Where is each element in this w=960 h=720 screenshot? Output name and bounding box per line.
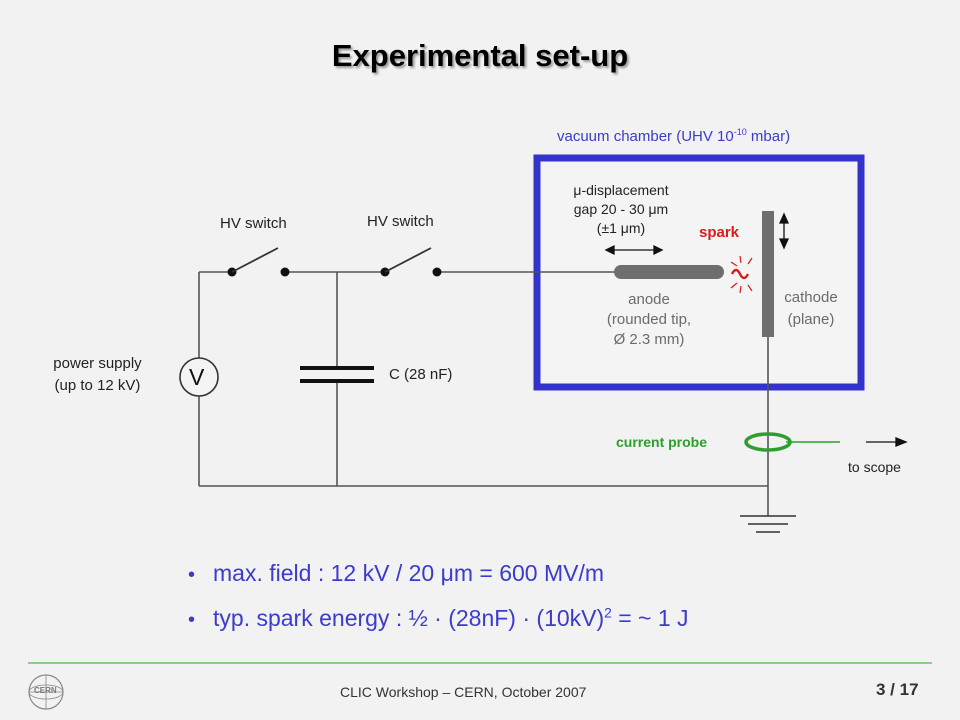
current-probe-label: current probe bbox=[616, 434, 708, 450]
displacement-line1: μ-displacement bbox=[573, 182, 669, 198]
power-supply-label: power supply (up to 12 kV) bbox=[30, 353, 165, 397]
capacitor-symbol bbox=[300, 366, 374, 383]
slide-title: Experimental set-up bbox=[331, 38, 629, 73]
page-number: 3 / 17 bbox=[876, 680, 919, 699]
hv-switch-2-label: HV switch bbox=[367, 213, 434, 230]
ground-icon bbox=[740, 515, 796, 533]
hv-switch-1 bbox=[227, 247, 290, 277]
cern-logo bbox=[28, 674, 64, 710]
hv-switch-2 bbox=[380, 247, 442, 277]
to-scope-label: to scope bbox=[848, 459, 901, 475]
wires bbox=[198, 271, 840, 516]
cern-logo-text: CERN bbox=[34, 686, 57, 695]
anode-rod bbox=[614, 265, 724, 279]
cathode-plate bbox=[762, 211, 774, 337]
bullet-spark-energy: •typ. spark energy : ½ · (28nF) · (10kV)… bbox=[188, 605, 689, 631]
displacement-label: μ-displacement gap 20 - 30 μm (±1 μm) bbox=[556, 181, 686, 238]
displacement-arrow bbox=[604, 244, 664, 256]
cathode-movement-arrow bbox=[778, 212, 790, 250]
current-probe-ring bbox=[744, 432, 792, 452]
vacuum-chamber-label: vacuum chamber (UHV 10-10 mbar) bbox=[557, 127, 791, 145]
cathode-line1: cathode bbox=[784, 289, 838, 306]
power-supply-symbol bbox=[179, 357, 219, 397]
displacement-line2: gap 20 - 30 μm bbox=[573, 201, 669, 217]
scope-arrow bbox=[866, 437, 908, 447]
cathode-label: cathode (plane) bbox=[766, 287, 856, 331]
anode-label: anode (rounded tip, Ø 2.3 mm) bbox=[579, 290, 719, 350]
power-supply-symbol-label: V bbox=[189, 364, 205, 390]
capacitor-label: C (28 nF) bbox=[389, 366, 453, 383]
spark-icon bbox=[730, 255, 753, 294]
power-supply-line2: (up to 12 kV) bbox=[54, 377, 141, 394]
power-supply-line1: power supply bbox=[53, 355, 142, 372]
bullet-max-field: •max. field : 12 kV / 20 μm = 600 MV/m bbox=[188, 560, 605, 586]
spark-label: spark bbox=[699, 224, 740, 241]
anode-line2: (rounded tip, bbox=[606, 311, 692, 328]
cathode-line2: (plane) bbox=[787, 311, 835, 328]
displacement-line3: (±1 μm) bbox=[596, 220, 646, 236]
anode-line3: Ø 2.3 mm) bbox=[613, 331, 685, 348]
hv-switch-1-label: HV switch bbox=[220, 215, 287, 232]
anode-line1: anode bbox=[628, 291, 670, 308]
footer-text: CLIC Workshop – CERN, October 2007 bbox=[340, 684, 587, 700]
